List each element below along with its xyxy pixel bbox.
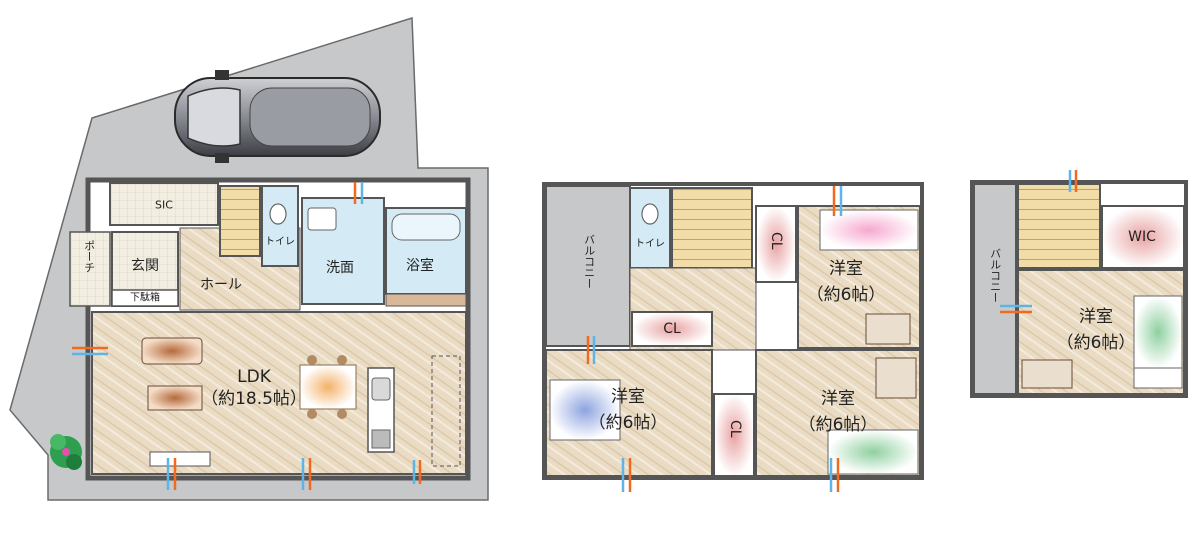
senmen-label: 洗面 <box>326 259 354 276</box>
plant-icon <box>50 434 82 470</box>
toilet-1f-label: トイレ <box>265 236 295 248</box>
air-arrow-icon <box>353 182 364 204</box>
wic-room <box>1101 205 1185 269</box>
closet-bottom <box>713 393 755 477</box>
air-arrow-icon <box>586 336 596 364</box>
balcony-3f <box>973 183 1017 395</box>
closet-top-label: CL <box>768 232 785 250</box>
air-arrow-icon <box>72 346 108 356</box>
balcony-2f <box>545 185 631 347</box>
toilet-2f <box>629 187 671 269</box>
wic-label: WIC <box>1128 228 1156 245</box>
hall-label: ホール <box>200 276 242 293</box>
air-arrow-icon <box>301 458 312 490</box>
shoebox <box>111 289 179 307</box>
balcony-2f-label: バルコニー <box>582 234 596 289</box>
shoebox-label: 下駄箱 <box>130 292 160 304</box>
genkan-label: 玄関 <box>131 257 159 274</box>
room-ne-size: （約6帖） <box>806 285 886 306</box>
toilet-2f-label: トイレ <box>635 238 665 250</box>
sofa <box>141 337 203 365</box>
sic-room <box>109 182 219 226</box>
closet-top <box>755 205 797 283</box>
air-arrow-icon <box>621 458 632 492</box>
room-ne-name: 洋室 <box>829 259 863 280</box>
air-arrow-icon <box>1000 304 1032 314</box>
coffee-table <box>147 385 203 411</box>
floor3-plan <box>970 180 1188 398</box>
tv-board <box>149 451 211 467</box>
stairs-1f <box>219 185 261 257</box>
air-arrow-icon <box>829 458 840 492</box>
room-3f-size: （約6帖） <box>1056 333 1136 354</box>
bath-label: 浴室 <box>406 257 434 274</box>
sic-label: SIC <box>155 198 173 212</box>
room-sw-name: 洋室 <box>611 387 645 408</box>
air-arrow-icon <box>412 460 422 484</box>
stairs-2f <box>671 187 753 269</box>
air-arrow-icon <box>832 186 843 216</box>
toilet-1f <box>261 185 299 267</box>
porch <box>69 231 111 307</box>
ventilation-arrows <box>72 170 1078 492</box>
dining-table <box>299 364 357 410</box>
ldk-name: LDK <box>237 367 271 388</box>
ldk-size: （約18.5帖） <box>201 389 307 410</box>
floor1-plan <box>9 16 489 501</box>
room-sw-size: （約6帖） <box>588 413 668 434</box>
car-icon <box>174 70 381 163</box>
balcony-3f-label: バルコニー <box>988 248 1002 303</box>
closet-mid <box>631 311 713 347</box>
room-se-size: （約6帖） <box>798 415 878 436</box>
floor2-plan <box>542 182 924 480</box>
air-arrow-icon <box>1068 170 1078 192</box>
porch-label: ポーチ <box>82 240 96 273</box>
closet-bottom-label: CL <box>727 420 744 438</box>
room-3f-name: 洋室 <box>1079 307 1113 328</box>
stairs-3f <box>1017 183 1101 269</box>
air-arrow-icon <box>166 458 177 490</box>
room-se-name: 洋室 <box>821 389 855 410</box>
closet-mid-label: CL <box>663 320 681 337</box>
